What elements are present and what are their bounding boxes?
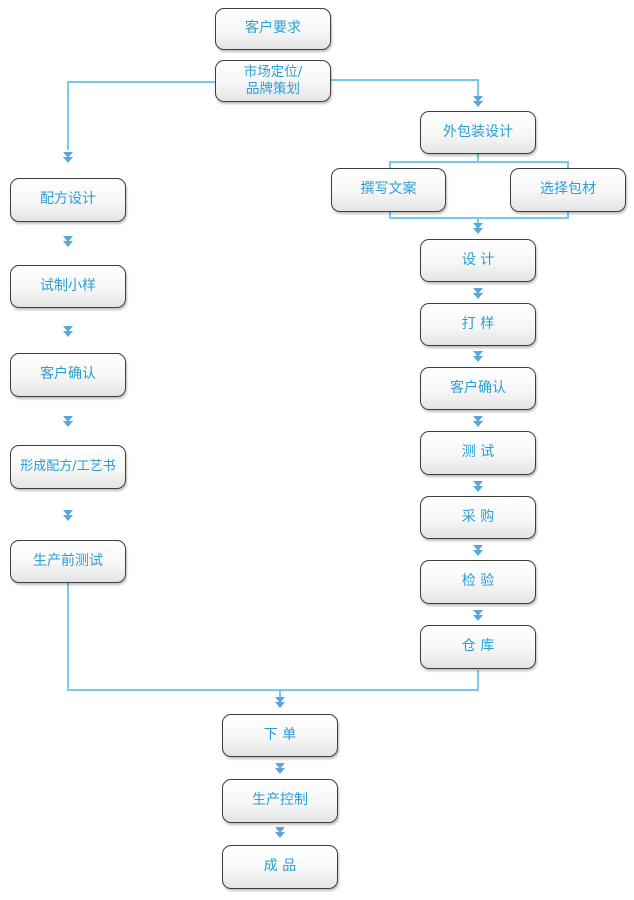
node-formula-design: 配方设计 <box>10 178 126 222</box>
arrow-down-icon <box>473 416 483 427</box>
arrow-down-icon <box>473 610 483 621</box>
node-trial-sample: 试制小样 <box>10 265 126 308</box>
node-inspection: 检 验 <box>420 560 536 604</box>
node-warehouse: 仓 库 <box>420 625 536 669</box>
node-select-materials: 选择包材 <box>510 168 626 212</box>
arrow-down-icon <box>473 481 483 492</box>
node-pre-production-test: 生产前测试 <box>10 540 126 583</box>
arrow-down-icon <box>473 223 483 234</box>
arrow-down-icon <box>473 288 483 299</box>
arrow-down-icon <box>275 697 285 708</box>
arrow-down-icon <box>63 152 73 163</box>
arrow-down-icon <box>275 827 285 838</box>
connector-line <box>67 81 215 150</box>
connector-line <box>331 79 479 97</box>
node-production-control: 生产控制 <box>222 779 338 823</box>
arrow-down-icon <box>473 96 483 107</box>
arrow-down-icon <box>473 545 483 556</box>
node-finished-product: 成 品 <box>222 845 338 889</box>
arrow-down-icon <box>63 510 73 521</box>
node-proofing: 打 样 <box>420 303 536 346</box>
node-design: 设 计 <box>420 239 536 282</box>
arrow-down-icon <box>63 416 73 427</box>
arrow-down-icon <box>63 236 73 247</box>
node-customer-request: 客户要求 <box>215 8 331 50</box>
node-customer-confirm-left: 客户确认 <box>10 353 126 397</box>
node-packaging-design: 外包装设计 <box>420 111 536 154</box>
arrow-down-icon <box>473 351 483 362</box>
connector-line <box>389 211 569 219</box>
node-copywriting: 撰写文案 <box>331 168 446 212</box>
connector-line <box>67 583 479 691</box>
connector-line <box>389 161 569 171</box>
node-market-positioning: 市场定位/ 品牌策划 <box>215 60 331 102</box>
node-formula-process-doc: 形成配方/工艺书 <box>10 445 126 489</box>
arrow-down-icon <box>63 326 73 337</box>
node-procurement: 采 购 <box>420 496 536 539</box>
node-place-order: 下 单 <box>222 714 338 757</box>
node-testing: 测 试 <box>420 431 536 475</box>
arrow-down-icon <box>275 763 285 774</box>
node-customer-confirm-right: 客户确认 <box>420 367 536 410</box>
